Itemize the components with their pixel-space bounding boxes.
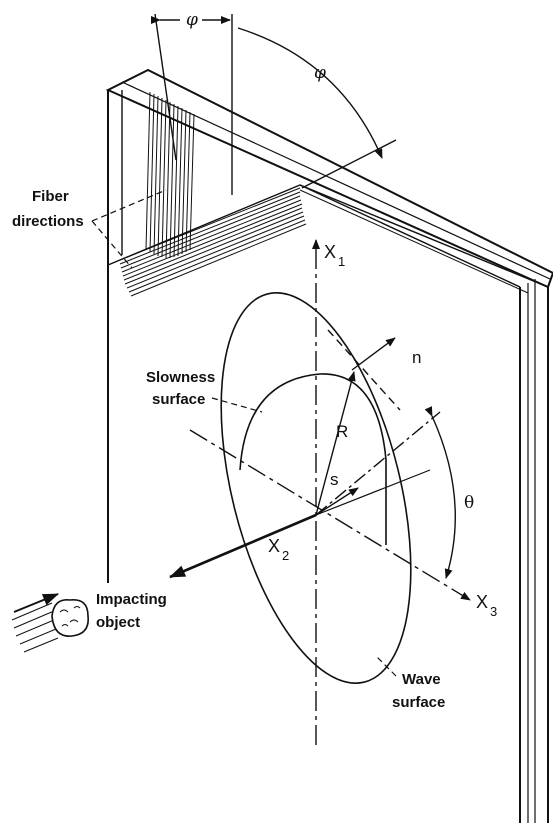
tangent-line	[327, 329, 401, 411]
x1-axis-subscript: 1	[338, 254, 345, 269]
phi-right-label: φ	[314, 63, 326, 83]
R-label: R	[336, 422, 348, 441]
fiber-bundle-vertical	[145, 91, 195, 259]
radius-vector-R	[315, 371, 356, 516]
surfaces	[220, 292, 412, 684]
slowness-leader	[211, 397, 263, 413]
phi-top-label: φ	[186, 10, 198, 30]
wave-label-line2: surface	[392, 694, 445, 711]
vectors	[315, 329, 456, 579]
x2-axis-subscript: 2	[282, 548, 289, 563]
impact-rock-texture	[59, 606, 81, 627]
diagonal-fiber-extension	[301, 139, 397, 189]
impacting-object	[11, 593, 89, 653]
fiber-directions-label-line1: Fiber	[32, 188, 69, 205]
slowness-vector-s	[315, 487, 359, 516]
x2-axis-label: X	[268, 536, 280, 556]
theta-label: θ	[464, 493, 474, 513]
slowness-label-line2: surface	[152, 391, 205, 408]
n-label: n	[412, 348, 421, 367]
impacting-object-label-line1: Impacting	[96, 591, 167, 608]
impact-motion-lines	[11, 602, 59, 653]
plate-layer-line-1	[121, 81, 551, 280]
x2-axis	[169, 513, 317, 579]
phi-angle-indicators	[151, 13, 397, 195]
x2-axis-back	[315, 469, 431, 516]
wave-leader	[375, 655, 397, 677]
composite-plate	[105, 68, 553, 823]
plate-front-top-edge	[299, 184, 521, 288]
impact-rock	[51, 599, 89, 637]
wave-label-line1: Wave	[402, 671, 441, 688]
theta-arc	[424, 406, 456, 579]
normal-vector-n	[351, 337, 396, 371]
x3-axis-label: X	[476, 592, 488, 612]
slowness-label-line1: Slowness	[146, 369, 215, 386]
fiber-bundle-diagonal	[119, 187, 307, 297]
slowness-surface-curve	[239, 373, 387, 545]
impact-arrow	[13, 593, 59, 613]
plate-front-top-edge-2	[299, 189, 529, 294]
x1-axis-label: X	[324, 242, 336, 262]
coordinate-axes	[169, 239, 471, 745]
phi-right-arc	[237, 27, 383, 159]
theta-reference-line	[315, 411, 441, 516]
fiber-directions-label-line2: directions	[12, 213, 84, 230]
impacting-object-label-line2: object	[96, 614, 140, 631]
x3-axis-subscript: 3	[490, 604, 497, 619]
fiber-directions-leaders	[91, 189, 167, 269]
fiber-direction-line	[154, 13, 177, 161]
x3-axis	[189, 429, 471, 601]
s-label: s	[330, 470, 339, 489]
wave-surface-ellipse	[220, 292, 412, 684]
